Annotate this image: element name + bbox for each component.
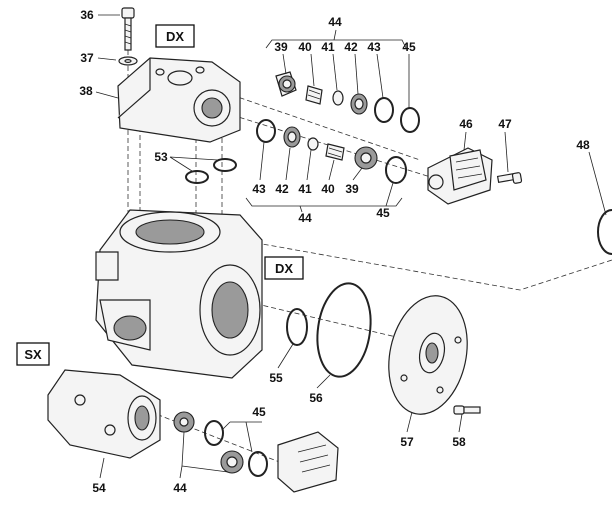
o-ring-icon (256, 119, 319, 151)
callout-45-top: 45 (402, 40, 416, 54)
callout-39-top: 39 (274, 40, 288, 54)
callout-44-middle: 44 (298, 211, 312, 225)
o-ring-icon (350, 93, 420, 133)
o-ring-icon (385, 156, 407, 184)
callout-42-bottom: 42 (275, 182, 289, 196)
large-gasket-icon (597, 209, 612, 255)
pump-body-icon (95, 209, 263, 379)
o-ring-icon (204, 420, 268, 477)
callout-43-bottom: 43 (252, 182, 266, 196)
callout-44-top: 44 (328, 15, 342, 29)
callout-53: 53 (154, 150, 168, 164)
callout-40-top: 40 (298, 40, 312, 54)
callout-38: 38 (79, 84, 93, 98)
valve-cartridge-icon (354, 146, 378, 170)
callout-45-lower: 45 (252, 405, 266, 419)
variant-label-dx-middle: DX (275, 261, 293, 276)
callout-43-top: 43 (367, 40, 381, 54)
callout-47: 47 (498, 117, 512, 131)
valve-cover-icon (277, 431, 339, 493)
o-ring-icon (286, 308, 308, 346)
callout-46: 46 (459, 117, 473, 131)
valve-cover-icon (427, 147, 493, 205)
large-gasket-icon (316, 282, 372, 378)
callout-37: 37 (80, 51, 94, 65)
callout-39-bottom: 39 (345, 182, 359, 196)
callout-57: 57 (400, 435, 414, 449)
bolt-icon (496, 172, 523, 184)
dx-frame-middle (264, 256, 304, 280)
callout-54: 54 (92, 481, 106, 495)
callout-45-middle: 45 (376, 206, 390, 220)
callout-41-top: 41 (321, 40, 335, 54)
spring-icon (305, 85, 323, 105)
washer-icon (118, 56, 138, 66)
o-ring-icon (185, 158, 237, 184)
callout-58: 58 (452, 435, 466, 449)
valve-cartridge-icon (173, 411, 244, 474)
washer-icon (332, 90, 344, 106)
bolt-icon (453, 405, 481, 415)
dx-frame-upper (155, 24, 195, 48)
callout-40-bottom: 40 (321, 182, 335, 196)
callout-44-lower: 44 (173, 481, 187, 495)
variant-label-sx: SX (24, 347, 42, 362)
bolt-icon (121, 7, 135, 51)
callout-42-top: 42 (344, 40, 358, 54)
callout-41-bottom: 41 (298, 182, 312, 196)
leader-lines (95, 14, 607, 479)
spring-icon (325, 143, 345, 161)
sx-frame (16, 342, 50, 366)
valve-cartridge-icon (275, 71, 297, 97)
pump-cover-plate-icon (388, 295, 468, 415)
valve-housing-icon (47, 369, 161, 459)
callout-56: 56 (309, 391, 323, 405)
valve-housing-icon (117, 57, 241, 143)
callout-36: 36 (80, 8, 94, 22)
callout-48: 48 (576, 138, 590, 152)
callout-55: 55 (269, 371, 283, 385)
variant-label-dx-upper: DX (166, 29, 184, 44)
